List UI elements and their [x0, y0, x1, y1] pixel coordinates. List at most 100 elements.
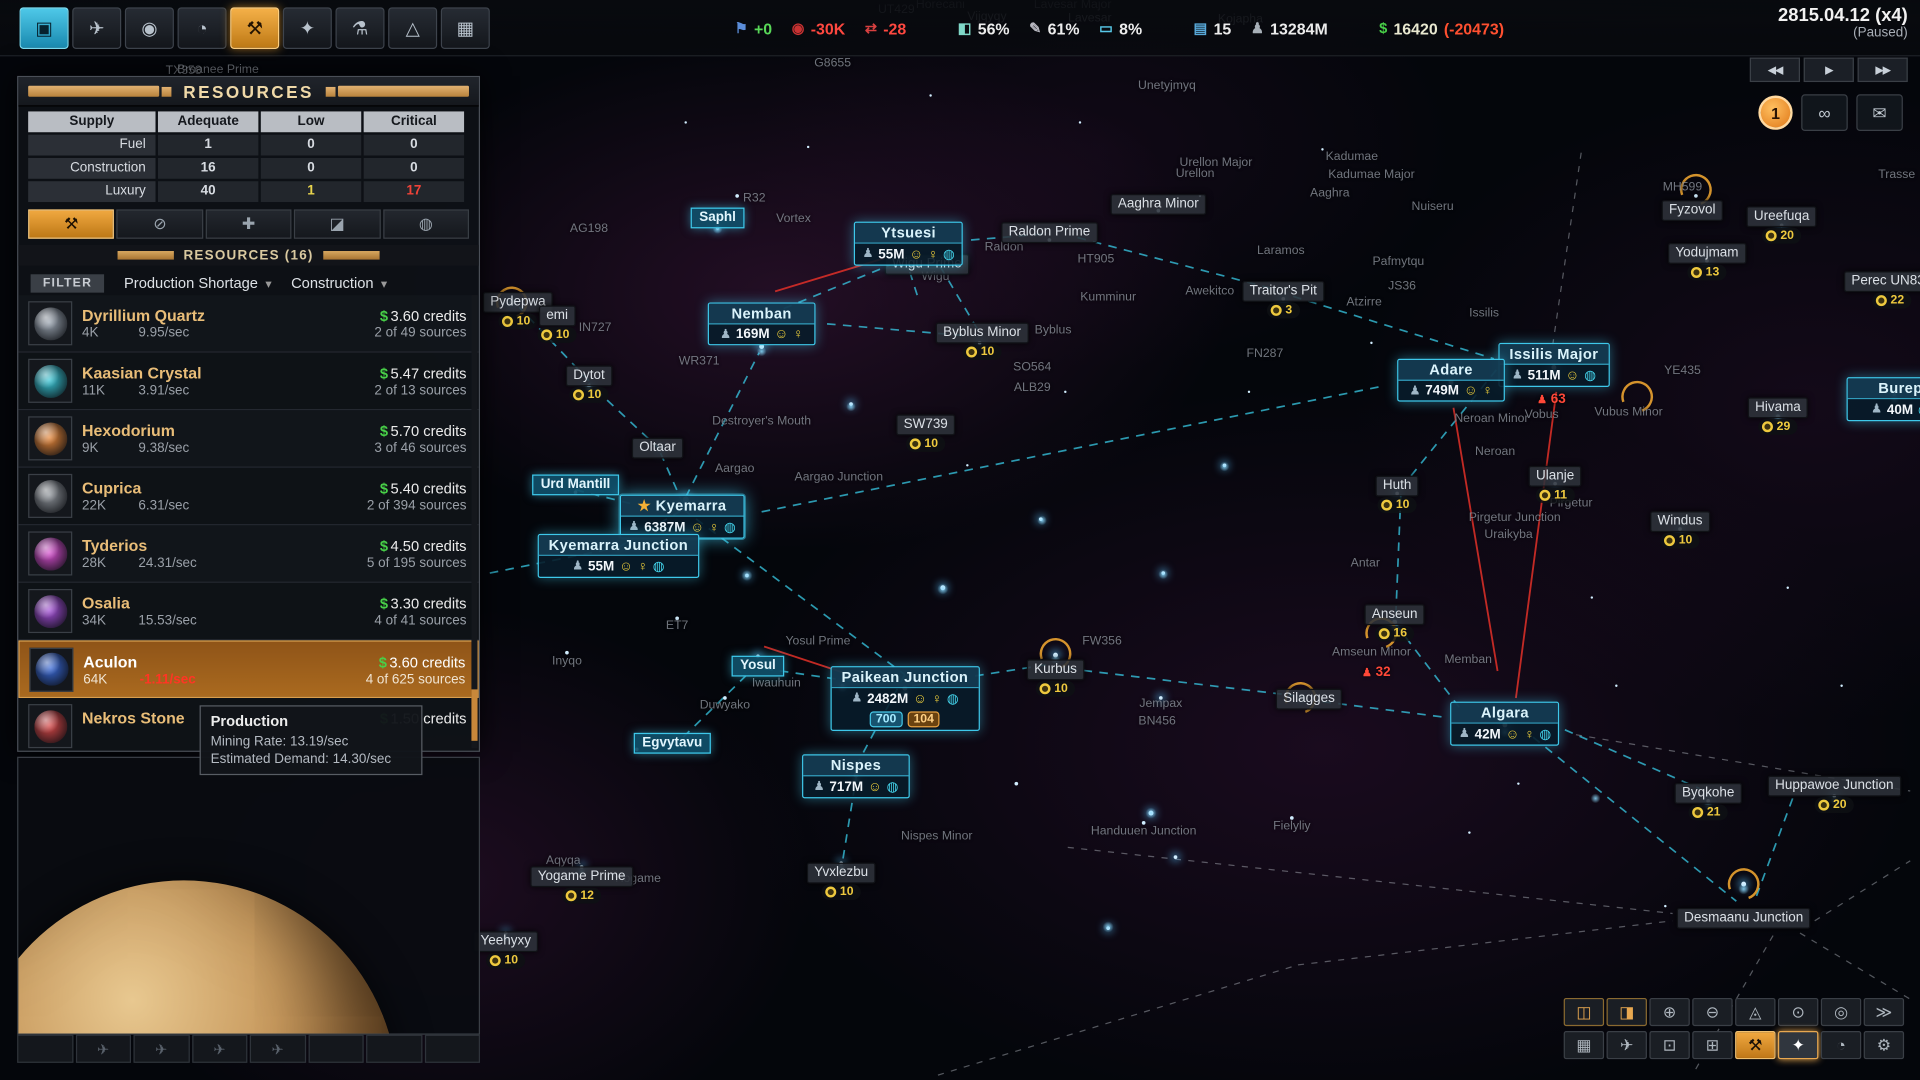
location-pin-button[interactable]: ✦ — [1777, 1031, 1819, 1060]
time-mode-button[interactable]: ◔ — [177, 7, 227, 49]
fleet-slot-2[interactable]: ✈ — [75, 1034, 132, 1063]
system-label-kurbus[interactable]: Kurbus — [1026, 659, 1085, 681]
scrollbar[interactable] — [471, 295, 478, 749]
rewind-button[interactable]: ◀◀ — [1749, 57, 1801, 83]
fleet-slot-6[interactable] — [307, 1034, 364, 1063]
mining-mode-button[interactable]: ⚒ — [230, 7, 280, 49]
category-filter[interactable]: Construction▾ — [291, 274, 387, 291]
fleet-slot-8[interactable] — [424, 1034, 481, 1063]
terrain-mode-button[interactable]: △ — [388, 7, 438, 49]
sensors-mode-button[interactable]: ◉ — [124, 7, 174, 49]
system-label-ulanje[interactable]: Ulanje — [1528, 465, 1582, 487]
system-label-yosul[interactable]: Yosul — [731, 655, 785, 677]
system-algara[interactable]: Algara♟42M☺♀◍ — [1450, 701, 1560, 746]
system-label-hivama[interactable]: Hivama — [1747, 397, 1809, 419]
grid-mode-button[interactable]: ▦ — [440, 7, 490, 49]
system-label-ureefuqa[interactable]: Ureefuqa — [1746, 206, 1817, 228]
fleet-slot-7[interactable] — [366, 1034, 422, 1063]
alert-count-badge[interactable]: 1 — [1758, 95, 1793, 130]
orbit-display-button[interactable]: ⊙ — [1777, 997, 1819, 1027]
scrollbar-thumb[interactable] — [471, 689, 478, 741]
prospect-tab[interactable]: ◪ — [294, 209, 381, 239]
system-issilis-major[interactable]: Issilis Major♟511M☺◍ — [1498, 342, 1610, 387]
system-label-silagges[interactable]: Silagges — [1275, 688, 1343, 710]
map-label-aargao: Aargao — [714, 462, 755, 476]
overlay-toggle-button[interactable]: ◨ — [1606, 997, 1647, 1027]
time-overlay-button[interactable]: ◔ — [1820, 1031, 1862, 1060]
expand-view-button[interactable]: ≫ — [1863, 997, 1905, 1027]
fast-forward-button[interactable]: ▶▶ — [1857, 57, 1908, 83]
ships-mode-button[interactable]: ✈ — [72, 7, 122, 49]
fleet-slot-3[interactable]: ✈ — [133, 1034, 190, 1063]
gas-tab[interactable]: ◍ — [382, 209, 469, 239]
system-ytsuesi[interactable]: Ytsuesi♟55M☺♀◍ — [853, 221, 964, 266]
terrain-toggle-button[interactable]: ▦ — [1563, 1031, 1605, 1060]
window-title-bar[interactable]: RESOURCES — [18, 77, 479, 107]
system-label-aaghra-minor[interactable]: Aaghra Minor — [1110, 194, 1207, 215]
no-source-tab[interactable]: ⊘ — [116, 209, 204, 239]
system-label-huth[interactable]: Huth — [1375, 475, 1419, 497]
route-display-button[interactable]: ◬ — [1735, 997, 1776, 1027]
system-label-windus[interactable]: Windus — [1650, 511, 1710, 533]
messages-button[interactable]: ✉ — [1856, 94, 1903, 132]
play-button[interactable]: ▶ — [1803, 57, 1854, 83]
system-label-egvytavu[interactable]: Egvytavu — [633, 732, 711, 754]
fleet-slot-4[interactable]: ✈ — [191, 1034, 248, 1063]
fleet-slot-1[interactable] — [17, 1034, 73, 1063]
zoom-out-button[interactable]: ⊖ — [1692, 997, 1733, 1027]
screenshot-button[interactable]: ⊡ — [1649, 1031, 1690, 1060]
system-label-desmaanu-junction[interactable]: Desmaanu Junction — [1676, 907, 1811, 929]
system-label-huppawoe-junction[interactable]: Huppawoe Junction — [1767, 775, 1901, 797]
settings-button[interactable]: ⚙ — [1863, 1031, 1905, 1060]
system-label-sw739[interactable]: SW739 — [896, 414, 956, 436]
system-burep[interactable]: Burep♟40M◍ — [1846, 377, 1920, 422]
system-label-oltaar[interactable]: Oltaar — [631, 437, 684, 459]
fleet-slot-5[interactable]: ✈ — [249, 1034, 306, 1063]
energy-mode-button[interactable]: ✦ — [282, 7, 332, 49]
fleet-alerts-button[interactable]: ∞ — [1801, 94, 1848, 132]
system-label-yodujmam[interactable]: Yodujmam — [1668, 243, 1746, 264]
system-label-byblus-minor[interactable]: Byblus Minor — [935, 322, 1029, 344]
system-adare[interactable]: Adare♟749M☺♀ — [1397, 358, 1505, 402]
add-source-tab[interactable]: ✚ — [205, 209, 292, 239]
mining-overlay-button[interactable]: ⚒ — [1735, 1031, 1776, 1060]
system-nispes[interactable]: Nispes♟717M☺◍ — [802, 754, 910, 799]
pointer-mode-button[interactable]: ▣ — [19, 7, 69, 49]
system-nemban[interactable]: Nemban♟169M☺♀ — [707, 302, 816, 346]
system-label-fyzovol[interactable]: Fyzovol — [1661, 200, 1723, 222]
legend-toggle-button[interactable]: ◫ — [1563, 997, 1605, 1027]
system-label-yeehyxy[interactable]: Yeehyxy — [473, 931, 539, 953]
system-label-anseun[interactable]: Anseun — [1364, 604, 1425, 626]
system-label-perec-un834[interactable]: Perec UN834 — [1844, 271, 1920, 293]
system-label-byqkohe[interactable]: Byqkohe — [1674, 783, 1742, 804]
system-label-dytot[interactable]: Dytot — [565, 365, 613, 387]
star — [1370, 341, 1373, 345]
system-label-emi[interactable]: emi — [538, 305, 576, 327]
center-view-button[interactable]: ◎ — [1820, 997, 1862, 1027]
research-mode-button[interactable]: ⚗ — [335, 7, 385, 49]
system-label-urd-mantill[interactable]: Urd Mantill — [532, 474, 619, 496]
system-kyemarra[interactable]: ★ Kyemarra♟6387M☺♀◍ — [619, 494, 745, 539]
frame-select-button[interactable]: ⊞ — [1692, 1031, 1733, 1060]
ships-toggle-button[interactable]: ✈ — [1606, 1031, 1647, 1060]
shortage-filter[interactable]: Production Shortage▾ — [124, 274, 271, 291]
mining-tab[interactable]: ⚒ — [28, 209, 115, 239]
zoom-in-button[interactable]: ⊕ — [1649, 997, 1690, 1027]
system-label-yogame-prime[interactable]: Yogame Prime — [530, 866, 633, 888]
system-kyemarra-junction[interactable]: Kyemarra Junction♟55M☺♀◍ — [537, 533, 700, 578]
system-label-saphl[interactable]: Saphl — [690, 207, 745, 229]
resource-price: $5.70 credits — [380, 422, 467, 439]
system-label-pydepwa[interactable]: Pydepwa — [482, 292, 554, 313]
system-label-traitor-s-pit[interactable]: Traitor's Pit — [1242, 281, 1325, 302]
system-label-raldon-prime[interactable]: Raldon Prime — [1001, 222, 1098, 244]
system-label-yvxlezbu[interactable]: Yvxlezbu — [806, 862, 876, 884]
